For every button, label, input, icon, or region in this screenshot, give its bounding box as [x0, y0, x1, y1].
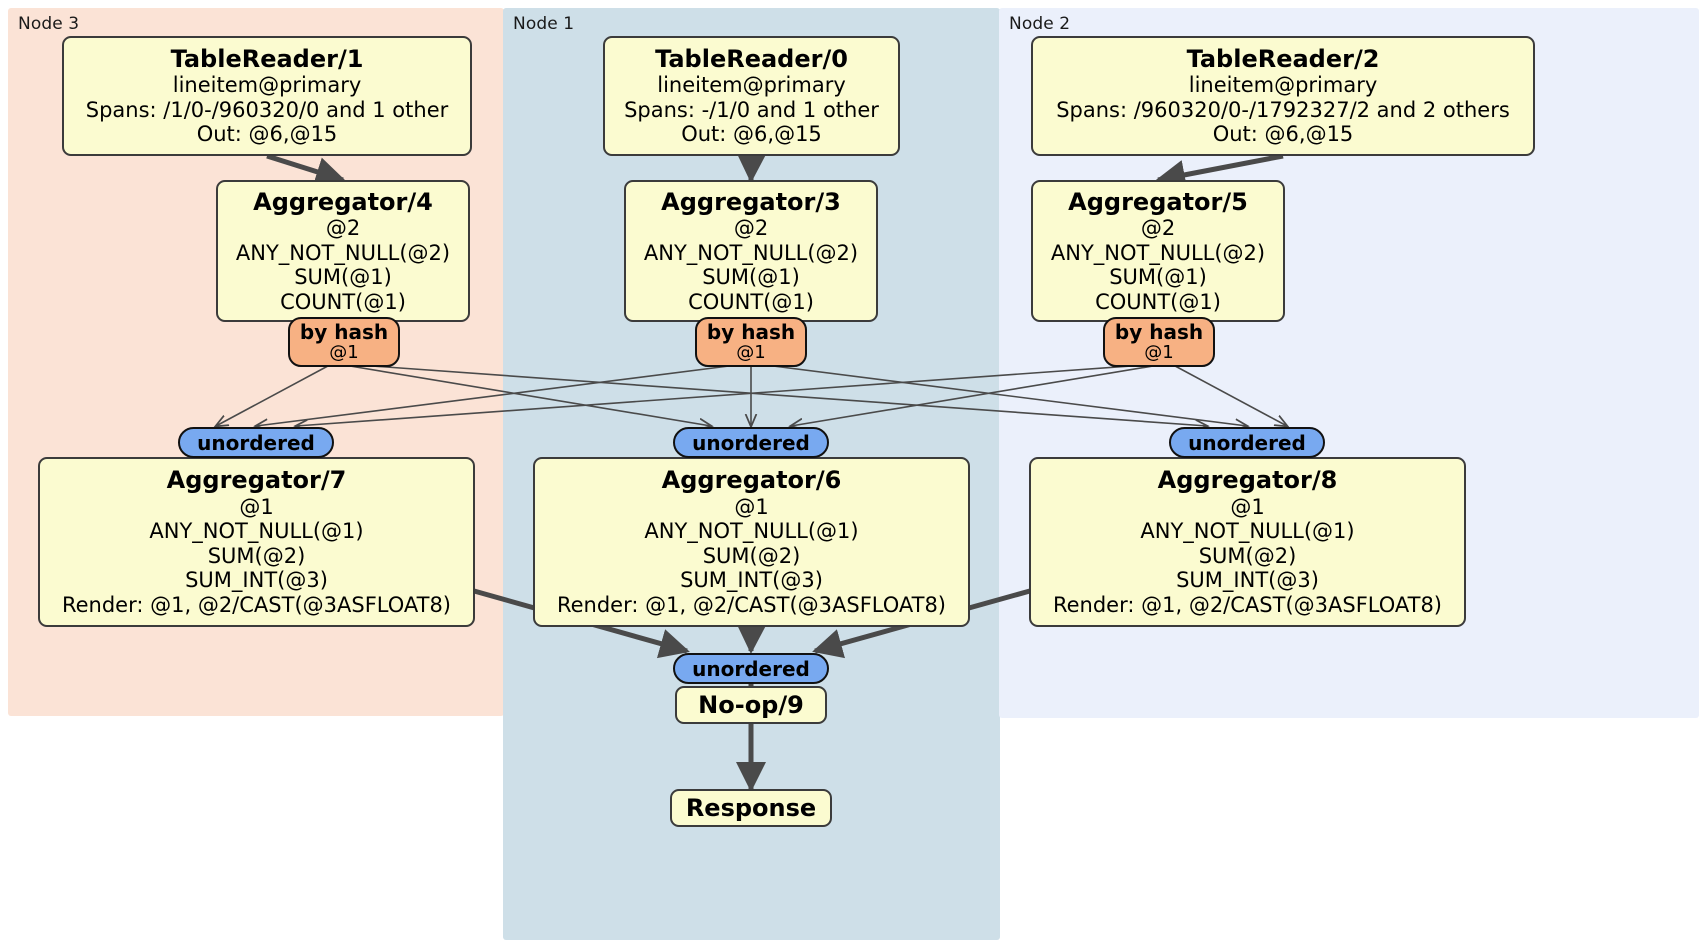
- plan-node-detail-line: Out: @6,@15: [681, 122, 822, 147]
- hash-router-column: @1: [329, 342, 359, 364]
- plan-node-response[interactable]: Response: [670, 789, 832, 827]
- plan-node-detail-line: @2: [1140, 216, 1176, 241]
- plan-node-detail-line: ANY_NOT_NULL(@2): [1050, 240, 1266, 265]
- node-panel-label-node3: Node 3: [18, 14, 80, 34]
- plan-node-detail-line: SUM_INT(@3): [680, 568, 823, 593]
- plan-node-detail-line: @2: [733, 216, 769, 241]
- plan-node-detail-line: Out: @6,@15: [196, 122, 338, 147]
- plan-node-detail-line: lineitem@primary: [1188, 73, 1378, 98]
- plan-node-title: TableReader/2: [1186, 45, 1380, 73]
- synchronizer-label: unordered: [197, 430, 315, 455]
- plan-node-detail-line: lineitem@primary: [657, 73, 846, 98]
- plan-node-detail-line: ANY_NOT_NULL(@1): [1140, 519, 1355, 544]
- plan-node-detail-line: Render: @1, @2/CAST(@3ASFLOAT8): [556, 593, 947, 617]
- plan-node-detail-line: ANY_NOT_NULL(@1): [644, 519, 859, 544]
- synchronizer-label: unordered: [1188, 430, 1306, 455]
- synchronizer-unord6[interactable]: unordered: [673, 427, 829, 458]
- plan-node-detail-line: Spans: -/1/0 and 1 other: [624, 97, 879, 122]
- plan-node-detail-line: Spans: /960320/0-/1792327/2 and 2 others: [1056, 97, 1510, 122]
- plan-node-title: Aggregator/3: [661, 187, 841, 216]
- plan-node-detail-line: COUNT(@1): [1095, 289, 1221, 314]
- plan-node-title: Aggregator/8: [1157, 466, 1338, 495]
- plan-node-title: No-op/9: [698, 690, 804, 719]
- plan-node-detail-line: ANY_NOT_NULL(@1): [149, 519, 364, 544]
- plan-node-detail-line: SUM_INT(@3): [1176, 568, 1319, 593]
- plan-node-detail-line: SUM(@2): [1198, 543, 1297, 568]
- plan-node-detail-line: @1: [1230, 494, 1265, 519]
- plan-node-detail-line: SUM(@1): [294, 265, 392, 290]
- plan-node-detail-line: Spans: /1/0-/960320/0 and 1 other: [85, 97, 449, 122]
- plan-node-detail-line: SUM_INT(@3): [185, 568, 328, 593]
- plan-node-title: Aggregator/4: [253, 187, 433, 216]
- plan-node-detail-line: @1: [734, 494, 769, 519]
- hash-router-hash4[interactable]: by hash@1: [288, 317, 400, 367]
- node-panel-label-node1: Node 1: [513, 14, 575, 34]
- plan-node-detail-line: SUM(@1): [702, 265, 800, 290]
- plan-node-detail-line: COUNT(@1): [280, 289, 406, 314]
- hash-router-column: @1: [736, 342, 766, 364]
- plan-node-title: Aggregator/5: [1068, 187, 1248, 216]
- plan-node-detail-line: Render: @1, @2/CAST(@3ASFLOAT8): [61, 593, 452, 617]
- hash-router-column: @1: [1144, 342, 1174, 364]
- plan-node-detail-line: SUM(@2): [702, 543, 801, 568]
- plan-node-detail-line: SUM(@2): [207, 543, 306, 568]
- plan-node-detail-line: ANY_NOT_NULL(@2): [235, 240, 451, 265]
- plan-node-title: Aggregator/6: [661, 466, 842, 495]
- plan-node-noop9[interactable]: No-op/9: [675, 686, 827, 724]
- plan-node-detail-line: Render: @1, @2/CAST(@3ASFLOAT8): [1052, 593, 1443, 617]
- hash-router-label: by hash: [1114, 320, 1204, 345]
- plan-node-detail-line: @2: [325, 216, 361, 241]
- plan-node-detail-line: @1: [239, 494, 274, 519]
- hash-router-hash5[interactable]: by hash@1: [1103, 317, 1215, 367]
- hash-router-label: by hash: [706, 320, 796, 345]
- plan-node-detail-line: SUM(@1): [1109, 265, 1207, 290]
- plan-node-title: TableReader/1: [170, 45, 364, 73]
- plan-node-title: Aggregator/7: [166, 466, 347, 495]
- synchronizer-unordFinal[interactable]: unordered: [673, 653, 829, 684]
- synchronizer-label: unordered: [692, 430, 810, 455]
- node-panel-label-node2: Node 2: [1009, 14, 1071, 34]
- synchronizer-label: unordered: [692, 656, 810, 681]
- plan-node-detail-line: lineitem@primary: [172, 73, 362, 98]
- plan-node-detail-line: Out: @6,@15: [1212, 122, 1354, 147]
- synchronizer-unord7[interactable]: unordered: [178, 427, 334, 458]
- hash-router-label: by hash: [299, 320, 389, 345]
- plan-node-detail-line: COUNT(@1): [688, 289, 814, 314]
- hash-router-hash3[interactable]: by hash@1: [695, 317, 807, 367]
- plan-node-title: Response: [685, 793, 817, 822]
- synchronizer-unord8[interactable]: unordered: [1169, 427, 1325, 458]
- plan-node-title: TableReader/0: [655, 45, 848, 73]
- plan-node-detail-line: ANY_NOT_NULL(@2): [643, 240, 859, 265]
